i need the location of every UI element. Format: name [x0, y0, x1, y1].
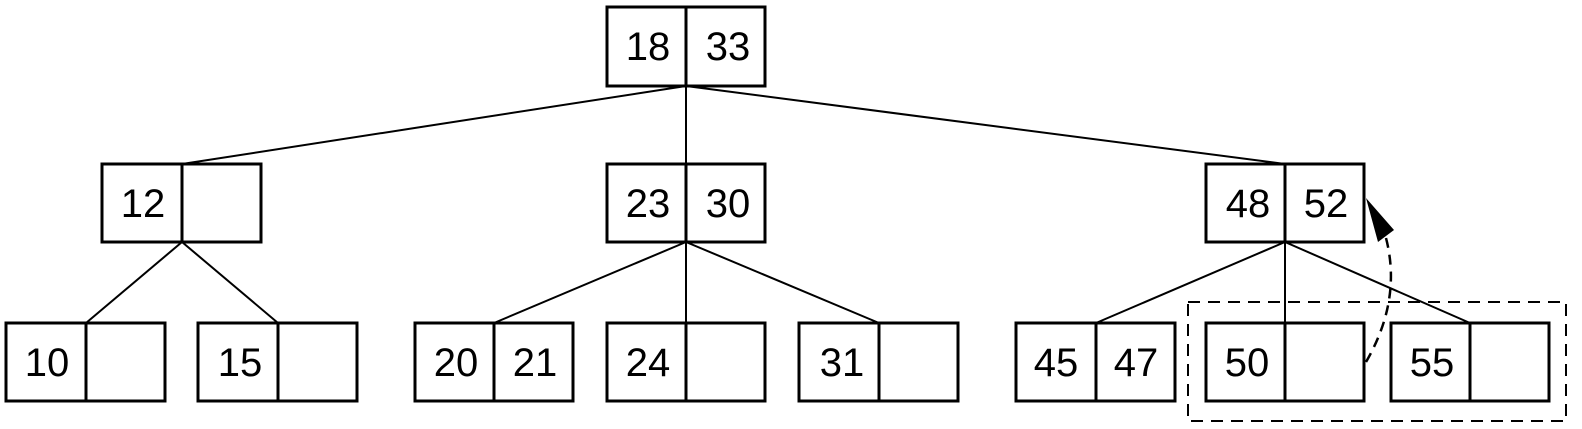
leaf-node-10: 10 [4, 321, 167, 403]
leaf-node-31: 31 [797, 321, 960, 403]
node-23-30-key-2: 30 [706, 182, 751, 226]
root-key-cell-1 [605, 5, 688, 88]
promote-arrowhead-icon [1366, 198, 1394, 242]
root-node: 18 33 [605, 5, 767, 88]
node-12-key-cell-2 [180, 162, 263, 244]
internal-node-12: 12 [100, 162, 263, 244]
node-48-52-key-cell-2 [1283, 162, 1366, 244]
merge-group-dashed-box [1187, 301, 1567, 422]
leaf-24-key-1: 24 [626, 341, 671, 385]
edge-node-48-52-to-leaf-45-47 [1095, 241, 1286, 324]
edge-node-12-to-leaf-10 [85, 241, 183, 324]
leaf-45-47-key-2: 47 [1114, 341, 1159, 385]
promote-arrow [1364, 198, 1394, 363]
leaf-10-key-1: 10 [25, 341, 70, 385]
node-48-52-key-2: 52 [1304, 182, 1349, 226]
leaf-31-key-1: 31 [820, 341, 865, 385]
promote-arrow-path [1364, 237, 1393, 363]
leaf-20-21-key-1: 20 [434, 341, 479, 385]
leaf-node-55: 55 [1389, 321, 1551, 403]
leaf-55-key-cell-1 [1389, 321, 1472, 403]
leaf-node-50: 50 [1204, 321, 1366, 403]
leaf-24-key-cell-2 [684, 321, 767, 403]
leaf-10-key-cell-2 [84, 321, 167, 403]
leaf-20-21-key-2: 21 [513, 341, 558, 385]
leaf-45-47-key-cell-2 [1094, 321, 1177, 403]
leaf-10-key-cell-1 [4, 321, 88, 403]
node-12-key-1: 12 [121, 182, 166, 226]
edge-root-to-node-48-52 [685, 85, 1286, 165]
edge-node-48-52-to-leaf-55 [1284, 241, 1471, 324]
leaf-55-key-cell-2 [1468, 321, 1551, 403]
edge-node-23-30-to-leaf-31 [685, 241, 880, 324]
leaf-31-key-cell-2 [877, 321, 960, 403]
leaf-45-47-key-1: 45 [1034, 341, 1079, 385]
leaf-55-key-1: 55 [1410, 341, 1455, 385]
edge-node-23-30-to-leaf-20-21 [493, 241, 687, 324]
root-key-cell-2 [684, 5, 767, 88]
edge-root-to-node-12 [181, 85, 687, 165]
internal-node-48-52: 48 52 [1204, 162, 1366, 244]
leaf-node-20-21: 20 21 [413, 321, 575, 403]
leaf-50-key-1: 50 [1225, 341, 1270, 385]
node-23-30-key-1: 23 [626, 182, 671, 226]
leaf-50-key-cell-2 [1283, 321, 1366, 403]
root-key-1: 18 [626, 25, 671, 69]
leaf-20-21-key-cell-2 [492, 321, 575, 403]
leaf-15-key-1: 15 [218, 341, 263, 385]
leaf-20-21-key-cell-1 [413, 321, 496, 403]
leaf-15-key-cell-2 [276, 321, 359, 403]
leaf-50-key-cell-1 [1204, 321, 1287, 403]
node-48-52-key-1: 48 [1226, 182, 1271, 226]
node-23-30-key-cell-1 [605, 162, 688, 244]
leaf-node-15: 15 [196, 321, 359, 403]
root-key-2: 33 [706, 25, 751, 69]
leaf-node-45-47: 45 47 [1014, 321, 1177, 403]
leaf-node-24: 24 [605, 321, 767, 403]
tree-edges [85, 85, 1471, 324]
internal-node-23-30: 23 30 [605, 162, 767, 244]
leaf-15-key-cell-1 [196, 321, 280, 403]
node-23-30-key-cell-2 [684, 162, 767, 244]
edge-node-12-to-leaf-15 [181, 241, 279, 324]
